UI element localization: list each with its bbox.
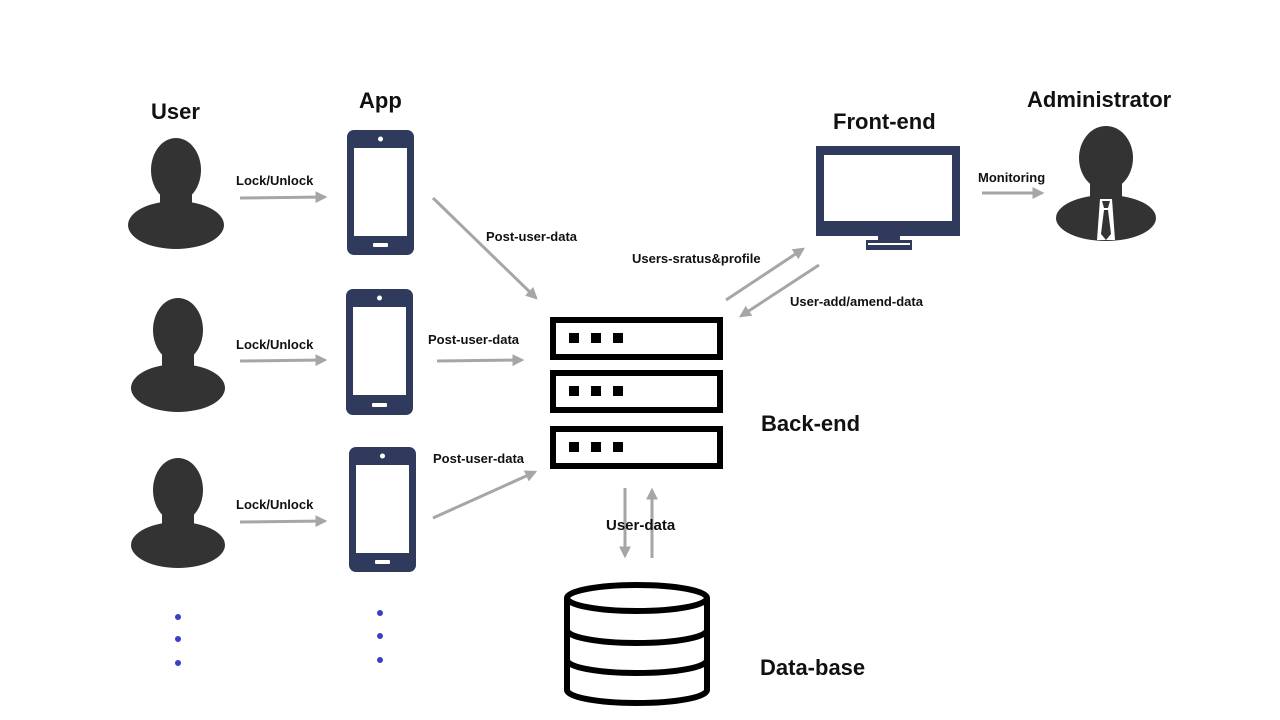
edge-label-lock-unlock: Lock/Unlock bbox=[236, 173, 314, 188]
arrow-backend-frontend bbox=[725, 247, 806, 302]
arrow-user1-app1 bbox=[239, 191, 328, 204]
user-icon bbox=[131, 458, 225, 568]
server-icon bbox=[550, 317, 723, 469]
user-title: User bbox=[151, 99, 200, 124]
arrow-app1-backend bbox=[431, 196, 538, 300]
edge-label-lock-unlock: Lock/Unlock bbox=[236, 337, 314, 352]
arrow-user3-app3 bbox=[239, 515, 328, 528]
user-icon bbox=[131, 298, 225, 412]
phone-icon bbox=[347, 130, 414, 255]
more-apps-dots bbox=[377, 610, 383, 663]
edge-label-monitoring: Monitoring bbox=[978, 170, 1046, 185]
edge-label-lock-unlock: Lock/Unlock bbox=[236, 497, 314, 512]
edge-label-user-data: User-data bbox=[606, 517, 676, 534]
more-users-dots bbox=[175, 614, 181, 666]
edge-label-post-user-data: Post-user-data bbox=[428, 332, 520, 347]
database-title: Data-base bbox=[760, 655, 866, 680]
arrow-app3-backend bbox=[432, 470, 538, 520]
app-title: App bbox=[359, 88, 402, 113]
arrow-user2-app2 bbox=[239, 354, 328, 367]
monitor-icon bbox=[816, 146, 960, 250]
backend-title: Back-end bbox=[761, 411, 861, 436]
phone-icon bbox=[349, 447, 416, 572]
administrator-title: Administrator bbox=[1027, 87, 1172, 112]
database-icon bbox=[564, 582, 710, 706]
edge-label-post-user-data: Post-user-data bbox=[486, 229, 578, 244]
arrow-app2-backend bbox=[436, 354, 525, 367]
edge-label-post-user-data: Post-user-data bbox=[433, 451, 525, 466]
phone-icon bbox=[346, 289, 413, 415]
administrator-icon bbox=[1056, 126, 1156, 241]
arrow-frontend-backend bbox=[738, 263, 820, 318]
edge-label-user-add-amend-data: User-add/amend-data bbox=[790, 294, 923, 309]
edge-label-users-status-profile: Users-sratus&profile bbox=[632, 251, 761, 266]
frontend-title: Front-end bbox=[833, 109, 936, 134]
user-icon bbox=[128, 138, 224, 249]
